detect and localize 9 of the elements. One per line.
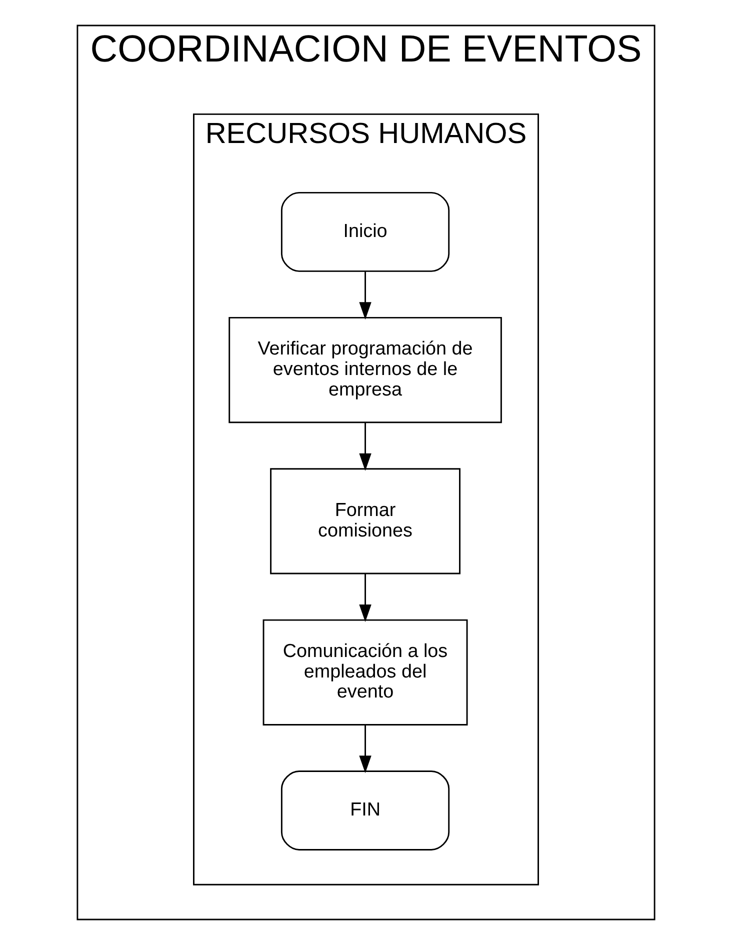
node-box: Inicio — [280, 192, 450, 272]
node-box: Verificar programación de eventos internos de le empresa — [228, 316, 502, 424]
arrow — [359, 574, 372, 622]
arrow — [359, 272, 372, 320]
node-box: Comunicación a los empleados del evento — [262, 619, 468, 726]
node-box: FIN — [280, 770, 450, 850]
node-box: Formar comisiones — [270, 468, 460, 574]
arrow — [359, 724, 372, 774]
arrow — [359, 422, 372, 471]
